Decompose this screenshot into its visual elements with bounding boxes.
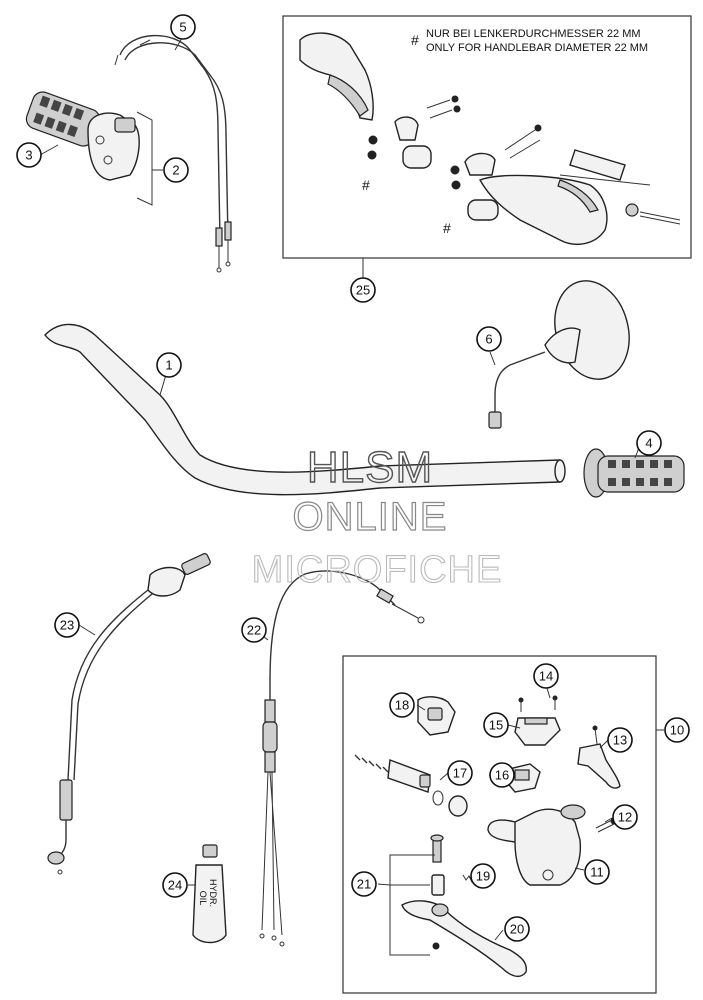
svg-text:2: 2 [172,163,179,178]
svg-text:17: 17 [453,766,467,781]
throttle-housing-part [87,112,140,181]
piston-kit-part [354,754,468,817]
hash-marker: # [443,220,451,236]
callout-23: 23 [54,612,80,638]
watermark-line3: MICROFICHE [252,549,503,591]
callout-20: 20 [504,916,530,942]
mirror-part [488,280,630,429]
svg-text:21: 21 [357,877,371,892]
callout-10: 10 [664,717,690,743]
svg-text:24: 24 [168,878,182,893]
svg-text:15: 15 [489,718,503,733]
callout-17: 17 [447,760,473,786]
note-marker: # [411,32,419,48]
callout-14: 14 [533,663,559,689]
callout-11: 11 [584,859,610,885]
svg-text:3: 3 [25,148,32,163]
callout-24: 24 [162,872,188,898]
callout-19: 19 [470,863,496,889]
callout-6: 6 [476,326,502,352]
handguard-group-frame [282,15,692,259]
svg-text:1: 1 [165,358,172,373]
callout-13: 13 [607,727,633,753]
oil-label-line2: OIL [198,891,208,906]
svg-text:22: 22 [247,623,261,638]
svg-text:20: 20 [510,922,524,937]
svg-text:25: 25 [356,283,370,298]
lever-part [401,900,527,978]
handguard-right-part [450,124,681,246]
svg-text:12: 12 [618,810,632,825]
callout-16: 16 [489,762,515,788]
watermark-line1: HLSM [307,443,433,492]
callout-2: 2 [163,157,189,183]
throttle-grip-part [25,91,101,147]
svg-text:16: 16 [495,768,509,783]
callout-4: 4 [636,430,662,456]
svg-text:23: 23 [60,618,74,633]
callout-15: 15 [483,712,509,738]
brake-assembly-group-frame [342,655,657,994]
svg-text:6: 6 [485,332,492,347]
svg-text:19: 19 [476,869,490,884]
svg-text:18: 18 [395,698,409,713]
master-cylinder-part [487,804,586,886]
note-line-english: ONLY FOR HANDLEBAR DIAMETER 22 MM [426,42,648,54]
watermark: HLSM ONLINE MICROFICHE [251,442,503,591]
callout-21: 21 [351,871,377,897]
callout-18: 18 [389,692,415,718]
svg-text:11: 11 [590,865,604,880]
oil-label-line1: HYDR. [208,879,218,907]
hydraulic-oil-bottle-part: HYDR. OIL [192,844,227,944]
callout-12: 12 [612,804,638,830]
left-grip-part [583,448,685,498]
callout-3: 3 [16,142,42,168]
callout-25: 25 [350,277,376,303]
cable-part [259,570,425,947]
svg-text:5: 5 [179,20,186,35]
svg-text:10: 10 [670,723,684,738]
handlebar-part [44,323,566,496]
throttle-cables-part [114,34,232,273]
brake-line-part [47,553,211,875]
handguard-left-part [299,32,461,169]
svg-text:13: 13 [613,733,627,748]
svg-text:4: 4 [645,436,652,451]
watermark-line2: ONLINE [293,495,448,539]
svg-text:14: 14 [539,669,553,684]
callout-1: 1 [156,352,182,378]
pivot-bolt-part [430,834,445,896]
bracket-part [417,696,456,736]
callout-5: 5 [170,14,196,40]
lever-adjuster-part [577,725,621,789]
hash-marker: # [362,177,370,193]
note-line-german: NUR BEI LENKERDURCHMESSER 22 MM [426,28,641,40]
callout-22: 22 [241,617,267,643]
reservoir-cover-part [514,695,561,746]
